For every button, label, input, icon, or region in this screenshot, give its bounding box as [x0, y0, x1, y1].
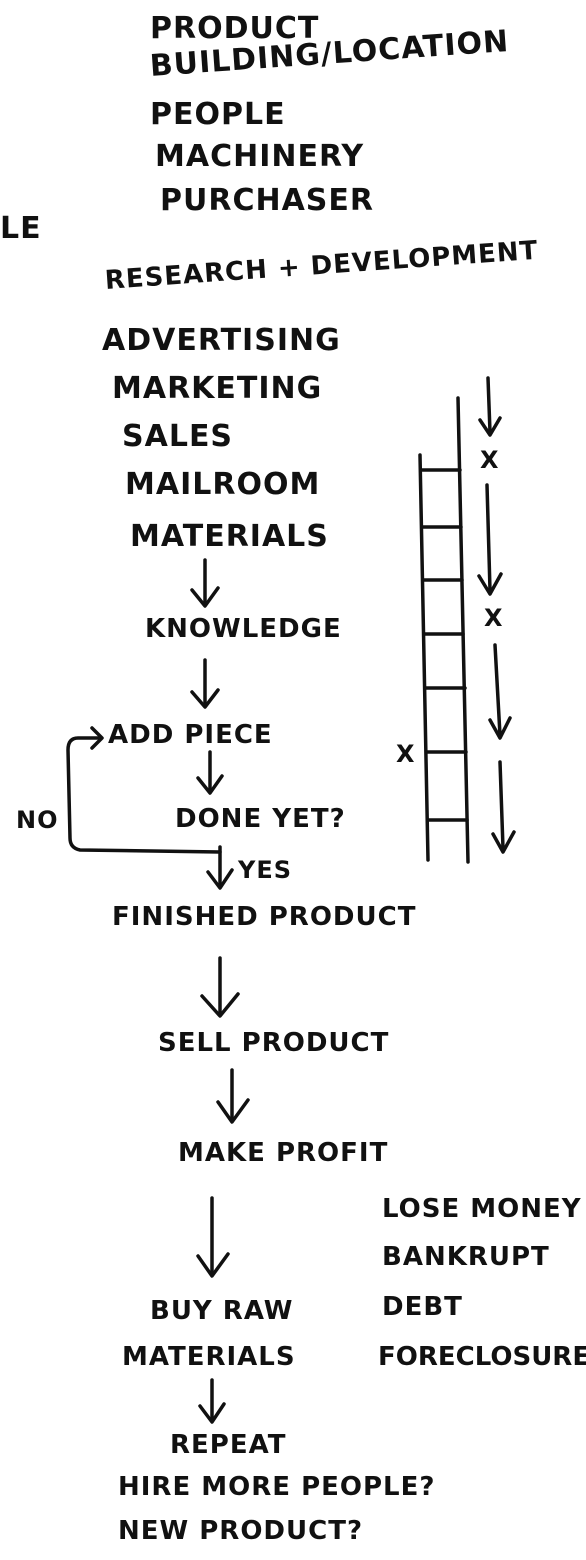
dept-materials: MATERIALS [130, 519, 329, 554]
arrow-finished-to-sell [200, 956, 240, 1018]
flow-make-profit: MAKE PROFIT [178, 1138, 389, 1168]
flow-buy-raw: BUY RAW [150, 1296, 294, 1326]
ladder [418, 396, 470, 864]
ladder-x-mark: X [480, 446, 500, 474]
dept-mailroom: MAILROOM [125, 467, 321, 502]
arrow-materials-to-knowledge [190, 558, 220, 608]
ladder-x-mark: X [396, 740, 416, 768]
flow-done-yet: DONE YET? [175, 804, 346, 834]
failure-debt: DEBT [382, 1292, 463, 1322]
top-item-product: PRODUCT [150, 11, 320, 46]
flow-knowledge: KNOWLEDGE [145, 614, 342, 644]
flow-materials: MATERIALS [122, 1342, 296, 1372]
flow-add-piece: ADD PIECE [108, 720, 273, 750]
no-loop-arrow [66, 726, 222, 854]
failure-lose-money: LOSE MONEY [382, 1194, 582, 1224]
flow-new-product: NEW PRODUCT? [118, 1516, 364, 1546]
top-item-purchaser: PURCHASER [160, 183, 374, 218]
failure-foreclosure: FORECLOSURE [378, 1342, 586, 1372]
dept-marketing: MARKETING [112, 371, 323, 406]
arrow-knowledge-to-add-piece [190, 658, 220, 709]
flow-sell-product: SELL PRODUCT [158, 1028, 390, 1058]
flow-hire-more-people: HIRE MORE PEOPLE? [118, 1472, 436, 1502]
down-arrows-column [477, 376, 516, 854]
arrow-profit-to-buy [196, 1196, 230, 1278]
top-item-people: PEOPLE [150, 97, 286, 132]
arrow-sell-to-profit [216, 1068, 250, 1124]
flow-repeat: REPEAT [170, 1430, 287, 1460]
flow-finished-product: FINISHED PRODUCT [112, 902, 417, 932]
arrow-add-piece-to-done-yet [196, 750, 224, 795]
flow-yes-label: YES [238, 856, 293, 884]
failure-bankrupt: BANKRUPT [382, 1242, 550, 1272]
dept-sales: SALES [122, 419, 234, 454]
cut-off-text: LE [0, 211, 42, 246]
flow-no-label: NO [16, 806, 59, 834]
ladder-x-mark: X [484, 604, 504, 632]
dept-advertising: ADVERTISING [102, 323, 341, 358]
arrow-buy-to-repeat [198, 1378, 226, 1424]
top-item-machinery: MACHINERY [155, 139, 365, 174]
